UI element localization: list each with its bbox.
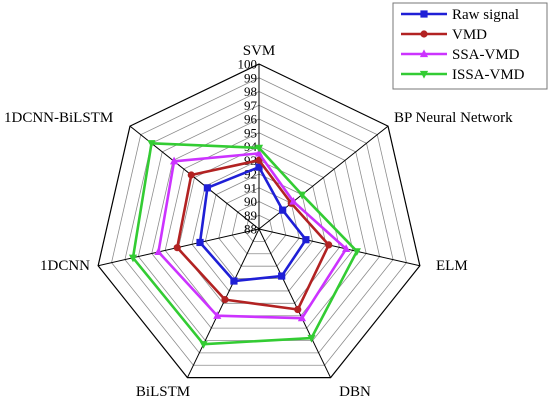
series-marker bbox=[199, 341, 208, 349]
series-marker bbox=[196, 238, 204, 247]
axis-spoke bbox=[258, 125, 389, 230]
legend-label: SSA-VMD bbox=[452, 47, 520, 63]
series-marker bbox=[352, 248, 361, 256]
axis-spoke bbox=[258, 228, 332, 378]
legend-entry: ISSA-VMD bbox=[401, 67, 525, 83]
series-marker bbox=[203, 184, 211, 192]
tick-label: 95 bbox=[244, 125, 257, 140]
series-marker bbox=[307, 334, 316, 343]
axis-label: ELM bbox=[436, 258, 468, 274]
series-marker bbox=[254, 148, 264, 157]
grid-ring bbox=[151, 118, 367, 329]
tick-label: 97 bbox=[244, 98, 258, 113]
legend-entry: SSA-VMD bbox=[401, 47, 520, 63]
legend-entry: Raw signal bbox=[401, 7, 519, 23]
series-marker bbox=[173, 244, 181, 252]
axis-label: BiLSTM bbox=[136, 384, 190, 400]
series-marker bbox=[221, 296, 229, 304]
series-marker bbox=[230, 277, 238, 285]
series-marker bbox=[279, 206, 287, 214]
radar-series bbox=[128, 140, 361, 349]
series-ssa-vmd bbox=[154, 148, 351, 322]
tick-label: 88 bbox=[244, 222, 257, 237]
series-line bbox=[157, 152, 348, 320]
tick-label: 96 bbox=[244, 112, 258, 127]
series-marker bbox=[289, 196, 298, 205]
series-marker bbox=[128, 254, 138, 263]
axis-label: 1DCNN-BiLSTM bbox=[4, 110, 113, 126]
grid-ring bbox=[191, 159, 327, 292]
tick-label: 91 bbox=[244, 180, 257, 195]
series-line bbox=[131, 141, 359, 346]
legend-marker bbox=[420, 30, 428, 38]
tick-label: 98 bbox=[244, 84, 257, 99]
series-line bbox=[175, 158, 331, 311]
grid-ring bbox=[111, 77, 407, 366]
tick-label: 90 bbox=[244, 194, 257, 209]
grid-ring bbox=[231, 201, 287, 255]
axis-spoke bbox=[258, 228, 420, 267]
legend-marker bbox=[420, 10, 428, 18]
series-marker bbox=[297, 191, 307, 200]
axis-spoke bbox=[186, 228, 260, 378]
series-marker bbox=[294, 305, 302, 314]
series-marker bbox=[325, 241, 333, 249]
series-raw-signal bbox=[196, 163, 310, 285]
legend-label: VMD bbox=[452, 27, 487, 43]
legend-label: Raw signal bbox=[452, 7, 519, 23]
series-marker bbox=[255, 156, 263, 164]
series-marker bbox=[342, 244, 351, 252]
grid-ring bbox=[245, 214, 273, 242]
series-issa-vmd bbox=[128, 140, 361, 349]
axis-label: DBN bbox=[339, 384, 371, 400]
series-marker bbox=[254, 144, 264, 153]
tick-label: 89 bbox=[244, 208, 257, 223]
series-marker bbox=[302, 236, 310, 244]
series-marker bbox=[147, 140, 156, 148]
series-marker bbox=[169, 156, 179, 165]
series-line bbox=[198, 165, 308, 283]
axis-label: SVM bbox=[243, 43, 276, 59]
axis-label: 1DCNN bbox=[40, 258, 90, 274]
grid-ring bbox=[97, 63, 421, 379]
axis-label: BP Neural Network bbox=[394, 110, 513, 126]
grid-ring bbox=[218, 187, 300, 267]
series-marker bbox=[255, 163, 263, 171]
series-marker bbox=[187, 171, 195, 179]
tick-label: 99 bbox=[244, 70, 257, 85]
series-marker bbox=[213, 311, 222, 319]
tick-label: 100 bbox=[238, 57, 258, 72]
legend-entry: VMD bbox=[401, 27, 487, 43]
legend-label: ISSA-VMD bbox=[452, 67, 525, 83]
legend-marker bbox=[419, 70, 429, 79]
series-marker bbox=[154, 247, 163, 256]
legend-marker bbox=[419, 49, 429, 58]
series-marker bbox=[297, 313, 307, 322]
series-marker bbox=[278, 272, 286, 280]
